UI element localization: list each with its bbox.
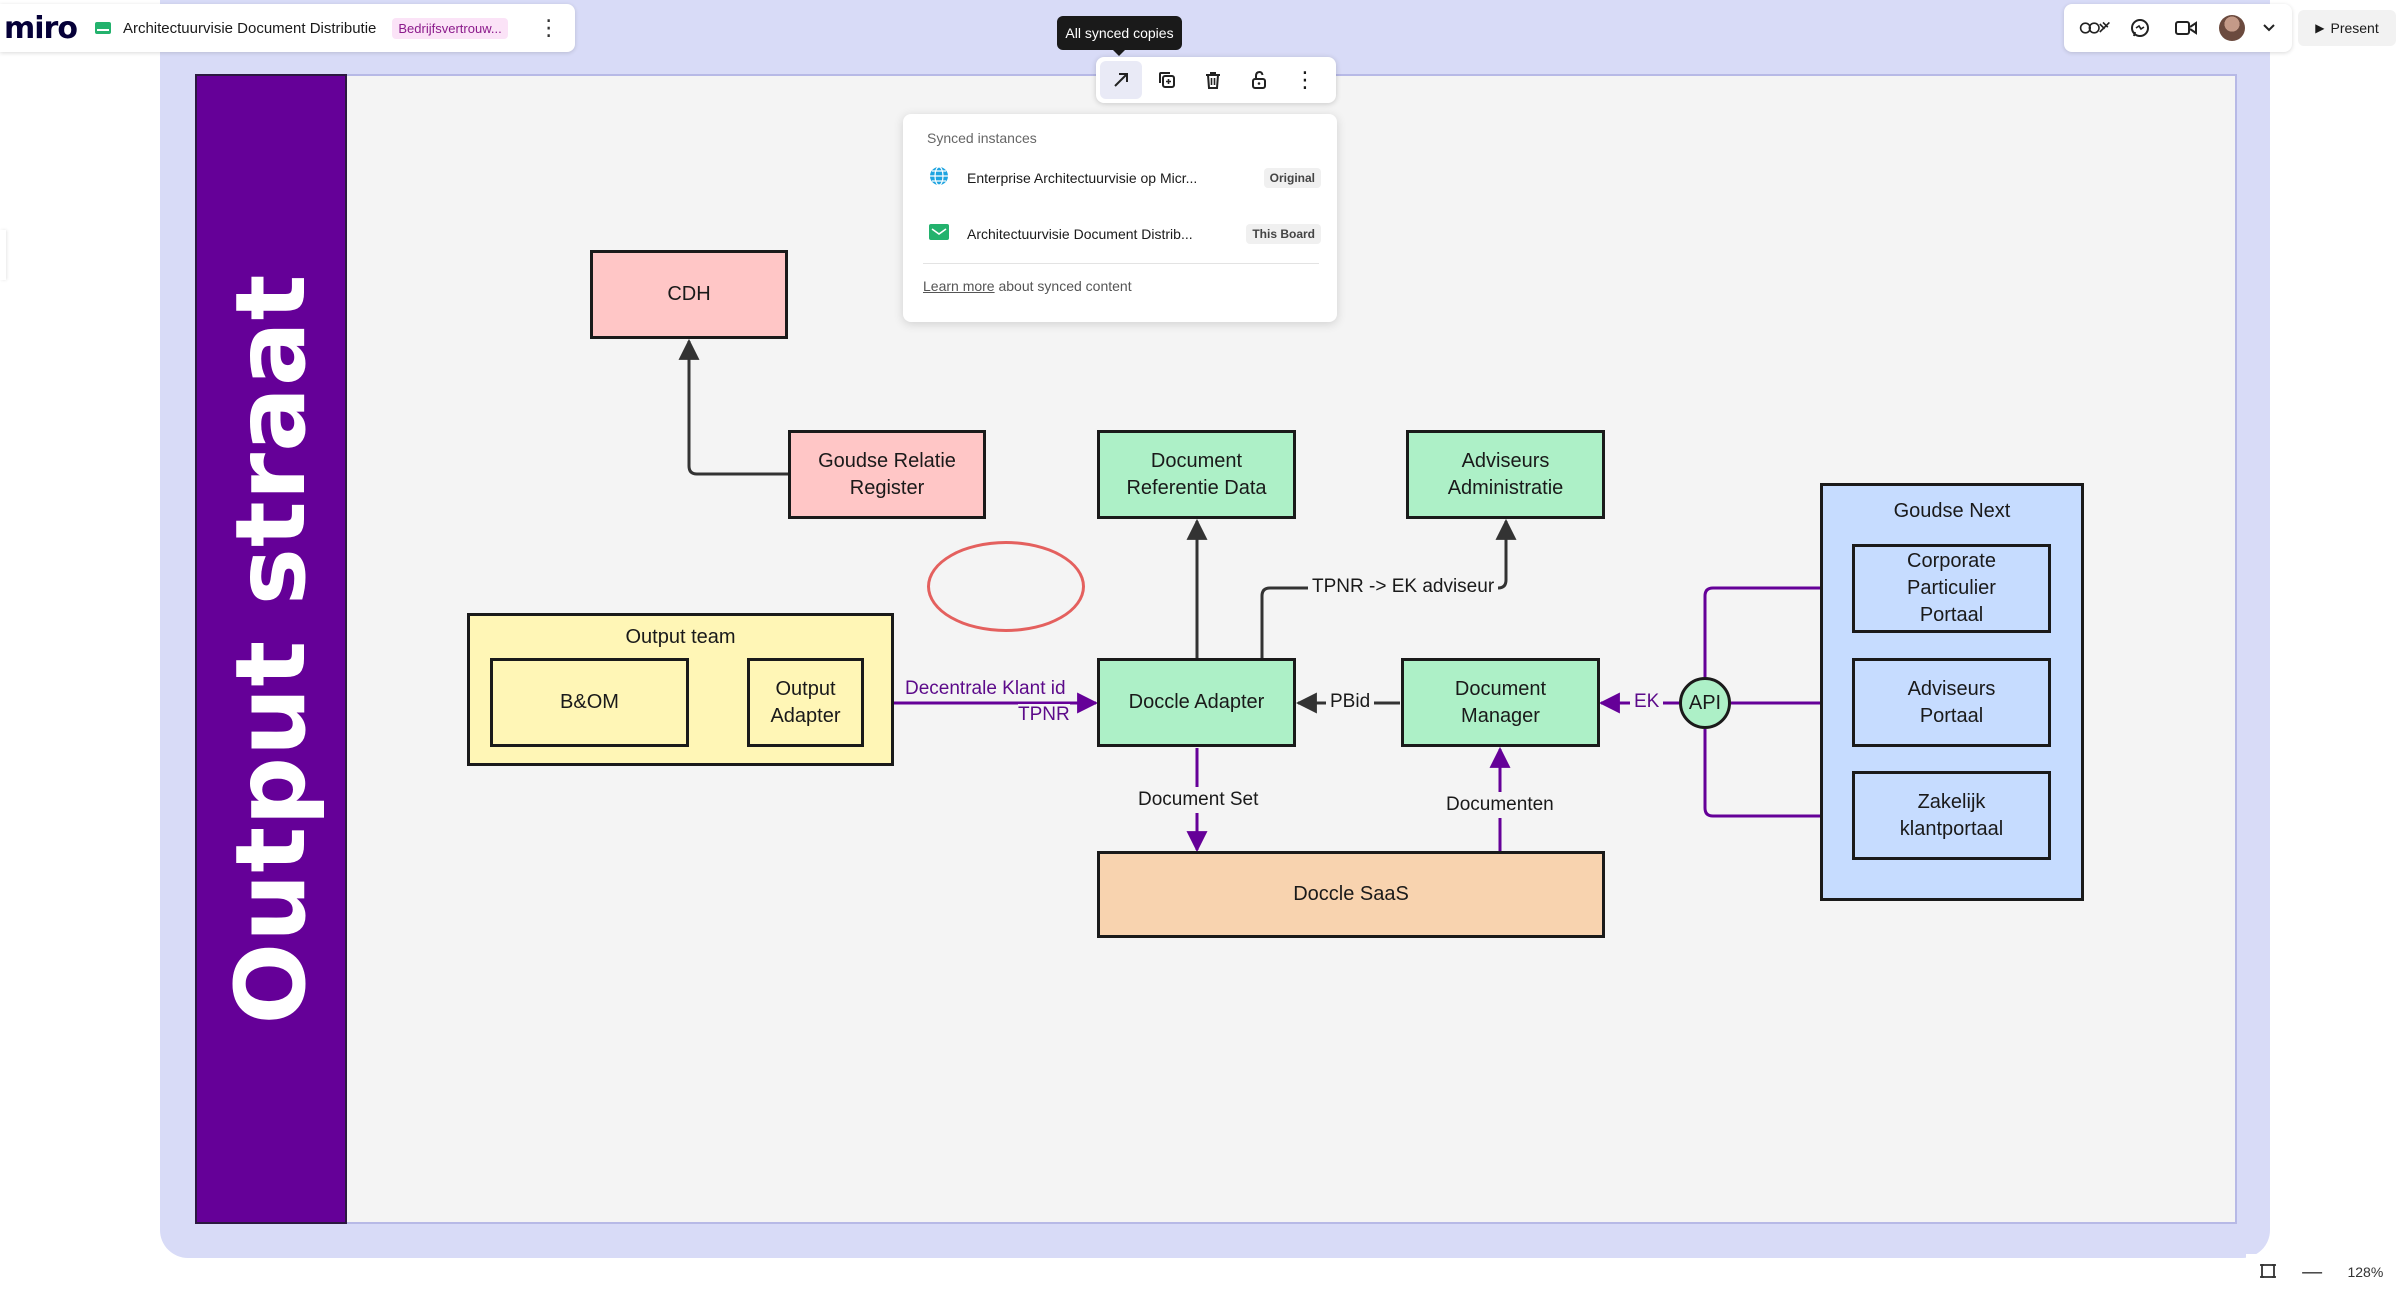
open-synced-copies-icon[interactable] — [1100, 61, 1142, 99]
divider — [923, 263, 1319, 264]
footer-text: about synced content — [994, 278, 1132, 294]
synced-instance-name: Enterprise Architectuurvisie op Micr... — [967, 170, 1198, 186]
node-api[interactable]: API — [1679, 677, 1731, 729]
miro-logo[interactable]: miro — [4, 10, 78, 46]
node-doccle-adapter-label: Doccle Adapter — [1128, 691, 1265, 713]
node-zakelijk-label: Zakelijk klantportaal — [1899, 790, 2004, 840]
node-goudse-relatie-label: Goudse Relatie Register — [818, 449, 956, 499]
node-adviseurs-administratie[interactable]: Adviseurs Administratie — [1406, 430, 1605, 519]
synced-instance-tag: Original — [1263, 168, 1321, 188]
delete-icon[interactable] — [1192, 61, 1234, 99]
board-icon — [94, 22, 111, 34]
edge-label-documenten[interactable]: Documenten — [1442, 792, 1558, 818]
left-panel-handle[interactable] — [0, 230, 6, 280]
shape-ellipse[interactable] — [927, 541, 1085, 632]
tooltip: All synced copies — [1057, 16, 1182, 56]
edge-label-decentrale[interactable]: Decentrale Klant id — [905, 678, 1066, 700]
board-header: miro Architectuurvisie Document Distribu… — [0, 4, 575, 52]
avatar[interactable] — [2216, 12, 2248, 44]
node-adviseurs-portaal[interactable]: Adviseurs Portaal — [1852, 658, 2051, 747]
node-doccle-saas-label: Doccle SaaS — [1293, 883, 1409, 905]
synced-content-footer: Learn more about synced content — [923, 278, 1132, 294]
node-doccle-saas[interactable]: Doccle SaaS — [1097, 851, 1605, 938]
synced-object-toolbar: ⋮ — [1096, 57, 1336, 103]
node-adviseurs-admin-label: Adviseurs Administratie — [1447, 449, 1564, 499]
duplicate-icon[interactable] — [1146, 61, 1188, 99]
synced-instances-popup: Synced instances Enterprise Architectuur… — [903, 114, 1337, 322]
board-title[interactable]: Architectuurvisie Document Distributie — [122, 19, 377, 37]
collaboration-toolbar — [2064, 4, 2292, 52]
edge-label-tpnr-ek[interactable]: TPNR -> EK adviseur — [1308, 576, 1499, 598]
edge-label-ek[interactable]: EK — [1630, 691, 1664, 713]
synced-instances-title: Synced instances — [927, 130, 1037, 146]
node-goudse-relatie-register[interactable]: Goudse Relatie Register — [788, 430, 986, 519]
node-output-adapter-label: Output Adapter — [770, 677, 841, 727]
synced-instance-original[interactable]: Enterprise Architectuurvisie op Micr... … — [903, 158, 1337, 198]
zoom-level[interactable]: 128% — [2347, 1264, 2384, 1280]
group-goudse-next-label: Goudse Next — [1893, 500, 2011, 522]
node-document-manager-label: Document Manager — [1454, 677, 1547, 727]
node-document-referentie-data[interactable]: Document Referentie Data — [1097, 430, 1296, 519]
node-doc-referentie-label: Document Referentie Data — [1126, 449, 1267, 499]
more-icon[interactable]: ⋮ — [1294, 67, 1316, 92]
present-label: Present — [2330, 20, 2379, 36]
edge-label-document-set[interactable]: Document Set — [1134, 787, 1263, 813]
edge-api-zakelijk — [1703, 729, 1854, 827]
edge-api-corporate — [1703, 577, 1854, 677]
synced-instance-name: Architectuurvisie Document Distrib... — [967, 226, 1193, 242]
board-menu-icon[interactable]: ⋮ — [537, 15, 560, 40]
node-output-adapter[interactable]: Output Adapter — [747, 658, 864, 747]
edge-label-tpnr[interactable]: TPNR — [1018, 704, 1070, 726]
zoom-out-icon[interactable]: — — [2302, 1260, 2323, 1283]
group-output-team-label: Output team — [625, 626, 736, 648]
synced-instance-this-board[interactable]: Architectuurvisie Document Distrib... Th… — [903, 214, 1337, 254]
chevron-down-icon[interactable] — [2261, 12, 2277, 44]
edge-relatie-cdh — [678, 338, 790, 476]
node-cdh-label: CDH — [667, 283, 711, 305]
node-corporate-label: Corporate Particulier Portaal — [1907, 550, 1996, 626]
video-icon[interactable] — [2170, 12, 2202, 44]
node-api-label: API — [1688, 691, 1722, 714]
chat-icon[interactable] — [2124, 12, 2156, 44]
present-button[interactable]: ▶ Present — [2298, 10, 2396, 46]
classification-badge[interactable]: Bedrijfsvertrouw... — [392, 17, 508, 39]
play-icon: ▶ — [2315, 21, 2325, 35]
node-document-manager[interactable]: Document Manager — [1401, 658, 1600, 747]
unlock-icon[interactable] — [1238, 61, 1280, 99]
swimlane-header[interactable] — [195, 74, 347, 1224]
node-cdh[interactable]: CDH — [590, 250, 788, 339]
synced-instance-tag: This Board — [1246, 224, 1321, 244]
fit-to-screen-icon[interactable] — [2259, 1262, 2277, 1283]
node-bom[interactable]: B&OM — [490, 658, 689, 747]
globe-icon — [929, 165, 949, 191]
node-corporate-particulier-portaal[interactable]: Corporate Particulier Portaal — [1852, 544, 2051, 633]
board-icon — [929, 223, 949, 245]
learn-more-link[interactable]: Learn more — [923, 278, 995, 294]
node-doccle-adapter[interactable]: Doccle Adapter — [1097, 658, 1296, 747]
node-bom-label: B&OM — [560, 691, 619, 713]
node-zakelijk-klantportaal[interactable]: Zakelijk klantportaal — [1852, 771, 2051, 860]
edge-label-pbid[interactable]: PBid — [1326, 691, 1375, 713]
node-adviseurs-portaal-label: Adviseurs Portaal — [1907, 677, 1996, 727]
reactions-icon[interactable] — [2079, 12, 2111, 44]
zoom-controls: — 128% — [2246, 1254, 2396, 1290]
